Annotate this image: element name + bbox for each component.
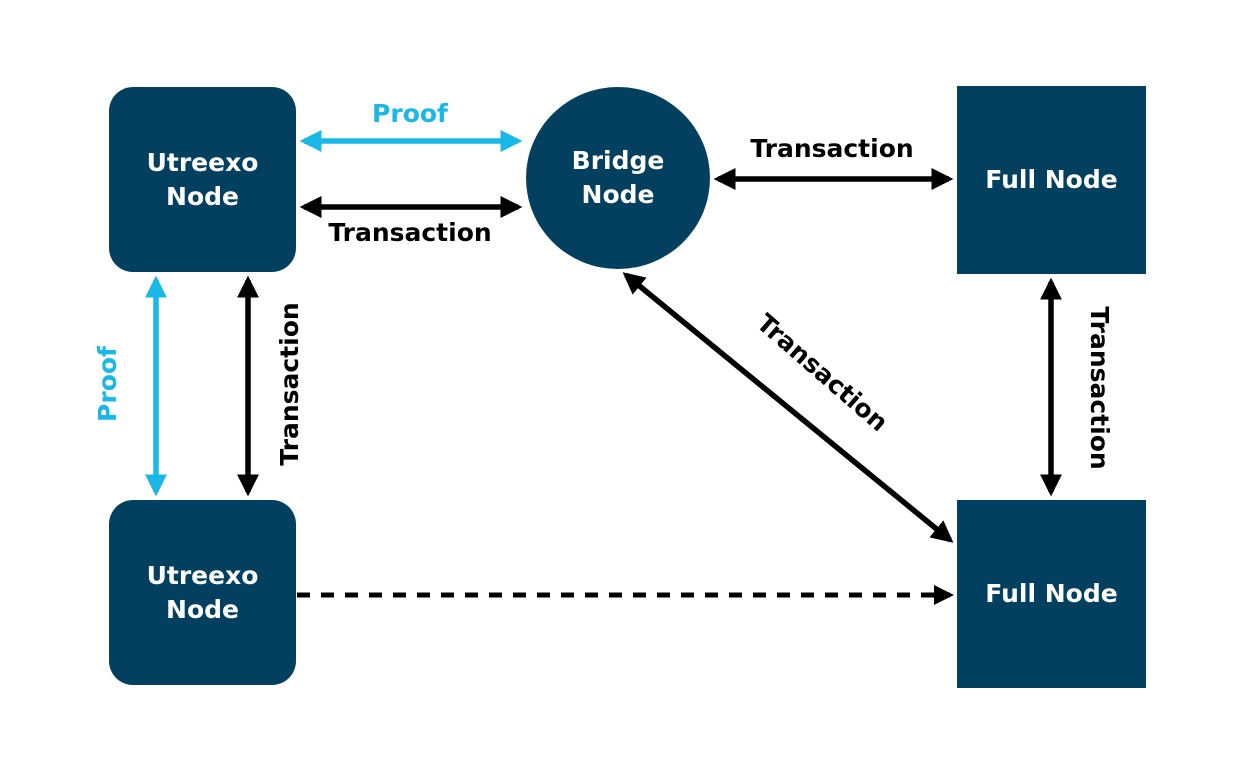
edge-label-proof-left: Proof [93,346,122,422]
full-node-top: Full Node [957,86,1146,274]
edge-transaction-bridge-fullbottom [622,272,954,543]
edge-label-transaction-left: Transaction [275,302,304,466]
edge-label-transaction-top-left: Transaction [328,218,492,247]
edge-label-proof-top: Proof [372,99,448,128]
full-node-top-label: Full Node [985,165,1118,194]
full-node-bottom: Full Node [957,500,1146,688]
full-node-bottom-label: Full Node [985,579,1118,608]
edge-label-transaction-bridge-full: Transaction [750,134,914,163]
edge-label-transaction-right: Transaction [1085,306,1114,470]
